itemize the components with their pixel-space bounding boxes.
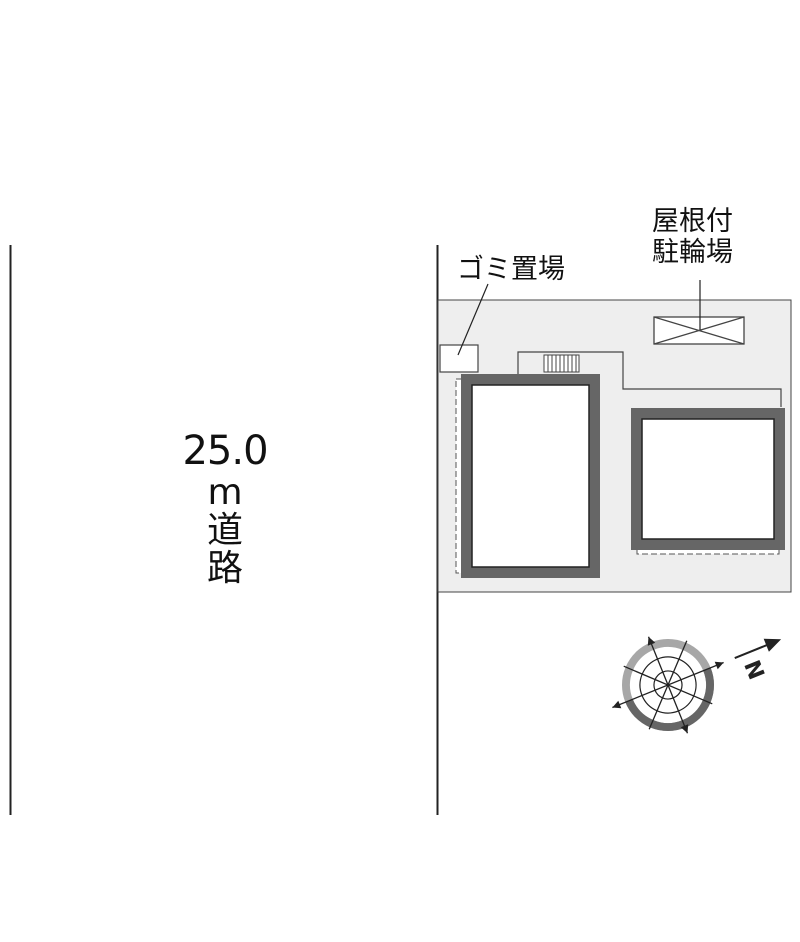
trash-leader-line [457, 283, 489, 356]
building-1 [455, 374, 600, 578]
trash-area-box [439, 344, 479, 373]
building-2 [631, 408, 785, 555]
road-label: 25.0 m 道 路 [170, 428, 280, 588]
road-name-line-2: 路 [206, 548, 243, 589]
road-width: 25.0 [182, 428, 268, 474]
bike-parking-label-line-1: 屋根付 [652, 206, 733, 237]
bike-parking-icon [653, 316, 745, 345]
road-name-line-1: 道 [206, 510, 243, 551]
road-width-unit: m [207, 472, 243, 513]
bike-parking-label-line-2: 駐輪場 [652, 237, 733, 268]
compass-icon: N [612, 636, 782, 734]
walkway-outline [517, 351, 782, 407]
trash-area-label: ゴミ置場 [457, 254, 565, 285]
bike-parking-label: 屋根付 駐輪場 [652, 206, 752, 268]
stairs-icon [543, 354, 580, 373]
compass-north-letter: N [738, 657, 768, 683]
